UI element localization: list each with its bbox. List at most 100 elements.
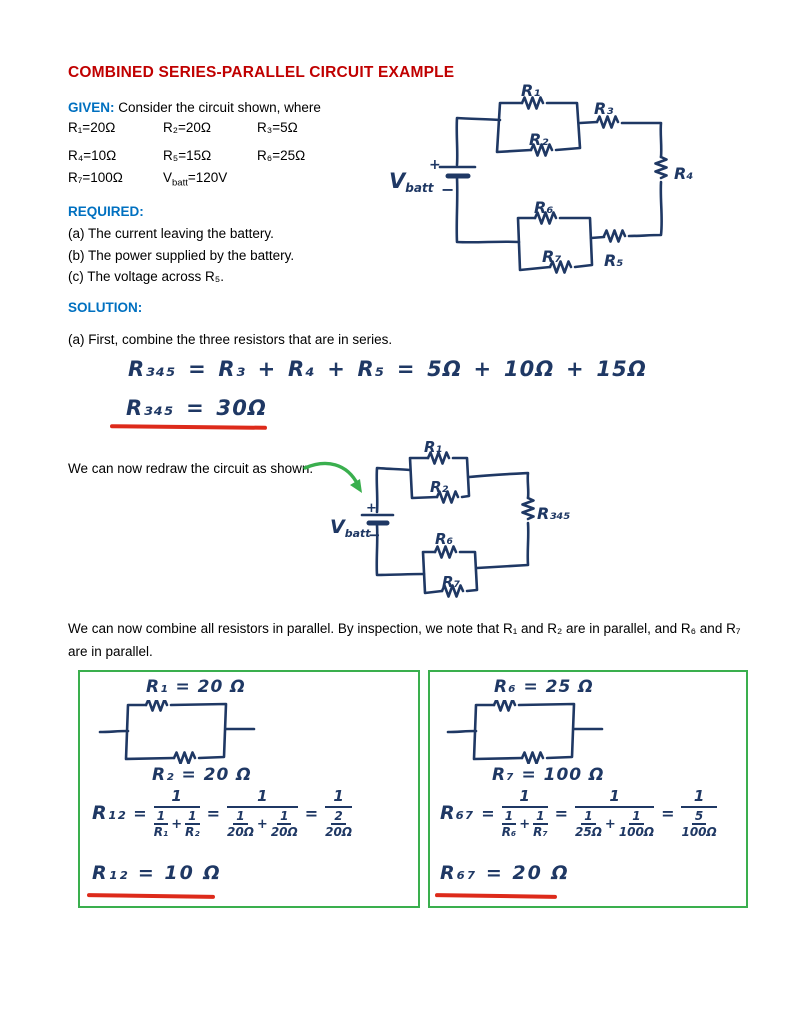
- value-vbatt: Vbatt=120V: [163, 170, 227, 189]
- vbatt-subscript: batt: [405, 181, 434, 195]
- resistor-r4-symbol: [654, 155, 668, 180]
- resistor-top-symbol: [144, 700, 169, 712]
- value-r3: R₃=5Ω: [257, 120, 298, 135]
- sub-num: 1: [153, 810, 169, 825]
- eq-lhs: R₁₂: [92, 802, 127, 825]
- value-r1: R₁=20Ω: [68, 120, 116, 135]
- sub-num: 1: [277, 810, 292, 825]
- equals-sign: =: [206, 803, 220, 823]
- solution-step-a: (a) First, combine the three resistors t…: [68, 332, 393, 347]
- sub-den: 100Ω: [618, 824, 655, 839]
- battery-minus-sign: −: [441, 180, 454, 199]
- battery-minus-sign: −: [368, 526, 381, 544]
- resistor-r6-symbol: [433, 545, 458, 559]
- label-r2: R₂: [430, 478, 449, 496]
- sub-num: 5: [691, 810, 707, 825]
- sub-den: 100Ω: [681, 824, 717, 839]
- underline-r12: [86, 893, 216, 899]
- fraction-bar: [575, 805, 655, 808]
- fraction-bar: [227, 805, 298, 808]
- underline-eq-series: [109, 424, 268, 430]
- equals-sign: =: [661, 803, 675, 823]
- result-r67: R₆₇ = 20 Ω: [440, 862, 570, 884]
- arrow-shaft: [303, 461, 360, 487]
- label-r5: R₅: [604, 251, 623, 270]
- parallel-loop-r1-r2: [495, 101, 582, 154]
- label-r7: R₇: [542, 247, 561, 266]
- label-r4: R₄: [674, 164, 693, 183]
- label-vbatt: Vbatt: [389, 169, 435, 195]
- vbatt-value: =120V: [187, 170, 228, 185]
- parallel-loop: [124, 702, 228, 761]
- combine-text: We can now combine all resistors in para…: [68, 621, 741, 660]
- wire-left: [375, 466, 426, 577]
- sub-den: 20Ω: [270, 824, 298, 839]
- fraction-bar: [325, 805, 353, 808]
- plus-sign: +: [171, 816, 183, 832]
- numerator: 1: [693, 787, 705, 805]
- solution-label: SOLUTION:: [68, 300, 143, 315]
- equals-sign: =: [554, 803, 568, 823]
- required-item-b: (b) The power supplied by the battery.: [68, 248, 295, 263]
- label-r1: R₁: [521, 81, 540, 100]
- equals-sign: =: [481, 803, 495, 823]
- required-label: REQUIRED:: [68, 204, 144, 219]
- eq-series-line2: R₃₄₅ = 30Ω: [126, 396, 268, 420]
- resistor-r5-symbol: [602, 229, 627, 243]
- label-r3: R₃: [594, 99, 613, 118]
- sub-den: 20Ω: [325, 824, 353, 839]
- sub-num: 1: [233, 810, 248, 825]
- parallel-pair-diagram-r67: [446, 700, 604, 764]
- sub-num: 1: [501, 810, 517, 825]
- sub-num: 2: [331, 810, 346, 825]
- numerator: 1: [257, 787, 268, 805]
- fraction-bar: [501, 805, 548, 808]
- label-r7: R₇: [442, 573, 461, 591]
- label-r1: R₁: [424, 438, 442, 456]
- resistor-top-symbol: [492, 700, 517, 712]
- plus-sign: +: [256, 816, 268, 832]
- sub-den: 20Ω: [227, 824, 254, 839]
- given-label: GIVEN:: [68, 100, 115, 115]
- wire-right: [578, 120, 664, 240]
- equals-sign: =: [133, 803, 147, 823]
- resistor-r345-symbol: [521, 496, 535, 521]
- numerator: 1: [333, 787, 344, 805]
- circuit-diagram-redrawn: R₁ R₂ R₃₄₅ R₆ R₇ + − Vbatt: [330, 438, 570, 598]
- parallel-loop-r6-r7: [516, 216, 594, 272]
- result-r12: R₁₂ = 10 Ω: [92, 862, 222, 884]
- resistor-bottom-symbol: [520, 751, 545, 764]
- green-arrow-icon: [303, 461, 362, 493]
- circuit-diagram-original: R₁ R₂ R₃ R₄ R₅ R₆ R₇ + − Vbatt: [389, 81, 693, 274]
- value-r6: R₆=25Ω: [257, 148, 306, 163]
- redraw-text: We can now redraw the circuit as shown.: [68, 461, 314, 476]
- plus-sign: +: [604, 816, 616, 832]
- vbatt-symbol: V: [163, 170, 173, 185]
- fraction-bar: [153, 805, 200, 808]
- parallel-loop-r6-r7: [421, 550, 479, 595]
- resistor-r3-symbol: [595, 115, 620, 129]
- vbatt-subscript: batt: [345, 527, 372, 540]
- required-item-a: (a) The current leaving the battery.: [68, 226, 274, 241]
- vbatt-subscript: batt: [172, 177, 188, 189]
- resistor-bottom-symbol: [172, 751, 197, 764]
- plus-sign: +: [519, 816, 531, 832]
- sub-num: 1: [533, 810, 548, 825]
- label-r6-value: R₆ = 25 Ω: [494, 677, 594, 697]
